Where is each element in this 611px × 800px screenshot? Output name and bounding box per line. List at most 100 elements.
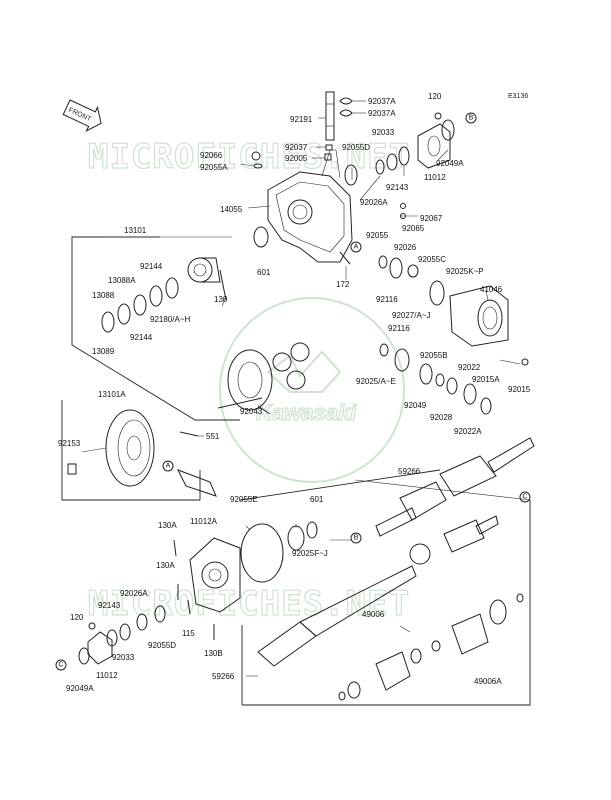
label-11012-top: 11012 bbox=[424, 173, 446, 182]
label-92015a: 92015A bbox=[472, 375, 500, 384]
label-92033-top: 92033 bbox=[372, 128, 395, 137]
seal-92049a-bot bbox=[78, 647, 90, 665]
label-120-top: 120 bbox=[428, 92, 442, 101]
bearing-92026 bbox=[389, 257, 403, 279]
pin-92067 bbox=[400, 203, 406, 209]
label-601-top: 601 bbox=[257, 268, 271, 277]
differential-gear-assembly bbox=[217, 342, 310, 411]
callout-b-top: B bbox=[465, 112, 477, 124]
label-11012a: 11012A bbox=[190, 517, 218, 526]
clip-92037a bbox=[339, 97, 353, 117]
label-92025f-j: 92025F~J bbox=[292, 549, 328, 558]
bearing-92033-top bbox=[386, 153, 398, 171]
bearing-601-top bbox=[253, 226, 269, 248]
bearing-601-bot bbox=[287, 525, 305, 551]
label-59266-bot: 59266 bbox=[212, 672, 235, 681]
seal-92049 bbox=[419, 363, 433, 385]
label-13088a: 13088A bbox=[108, 276, 136, 285]
shim-92027 bbox=[429, 280, 445, 306]
housing-11012a bbox=[189, 537, 241, 613]
cover-11012-top bbox=[417, 123, 451, 169]
drive-shaft-59266-top bbox=[375, 437, 535, 537]
label-92022a: 92022A bbox=[454, 427, 482, 436]
kawasaki-watermark-logo: Kawasaki bbox=[219, 297, 405, 483]
pin-551 bbox=[179, 431, 199, 437]
label-92143-bot: 92143 bbox=[98, 601, 121, 610]
frame-divider bbox=[239, 469, 441, 501]
label-92037a-2: 92037A bbox=[368, 109, 396, 118]
bearing-92028 bbox=[463, 383, 477, 405]
front-direction-arrow: FRONT bbox=[62, 99, 102, 132]
label-92033-bot: 92033 bbox=[112, 653, 135, 662]
label-92180a-h: 92180/A~H bbox=[150, 315, 190, 324]
cover-11012-bot bbox=[87, 631, 113, 665]
label-92022: 92022 bbox=[458, 363, 481, 372]
label-92026: 92026 bbox=[394, 243, 417, 252]
bolt-115 bbox=[187, 599, 191, 615]
gear-case-14055 bbox=[267, 149, 353, 263]
differential-13101 bbox=[187, 257, 221, 283]
label-92049: 92049 bbox=[404, 401, 427, 410]
label-120-bot: 120 bbox=[70, 613, 84, 622]
diagram-code: E3136 bbox=[508, 93, 528, 100]
callout-a-mid: A bbox=[162, 460, 174, 472]
label-92037: 92037 bbox=[285, 143, 308, 152]
label-130a-2: 130A bbox=[156, 561, 175, 570]
bolt-172 bbox=[339, 251, 351, 265]
label-49006a: 49006A bbox=[474, 677, 502, 686]
bearing-92116-b bbox=[394, 348, 410, 372]
label-11012-bot: 11012 bbox=[96, 671, 118, 680]
label-92065: 92065 bbox=[402, 224, 425, 233]
washer-92144-a bbox=[165, 277, 179, 299]
gear-13089 bbox=[101, 311, 115, 333]
label-92067: 92067 bbox=[420, 214, 443, 223]
seal-92143-top bbox=[398, 146, 410, 166]
label-115: 115 bbox=[182, 629, 195, 638]
label-130b: 130B bbox=[204, 649, 223, 658]
bolt-92153 bbox=[67, 463, 77, 475]
callout-b-mid: B bbox=[350, 532, 362, 544]
label-92055d-bot: 92055D bbox=[148, 641, 176, 650]
label-92055e: 92055E bbox=[230, 495, 258, 504]
ring-92022a bbox=[480, 397, 492, 415]
label-92143-top: 92143 bbox=[386, 183, 409, 192]
label-92028: 92028 bbox=[430, 413, 453, 422]
svg-text:B: B bbox=[354, 535, 359, 542]
frame-driveshaft bbox=[241, 500, 531, 706]
label-92191: 92191 bbox=[290, 115, 313, 124]
washer-92055 bbox=[378, 255, 388, 269]
washer-92055b bbox=[435, 373, 445, 387]
washer-92055d-bot bbox=[136, 613, 148, 631]
label-92049a-bot: 92049A bbox=[66, 684, 94, 693]
label-13088: 13088 bbox=[92, 291, 115, 300]
leader-lines bbox=[81, 100, 521, 677]
callout-a-top: A bbox=[350, 241, 362, 253]
bolt-130a-1 bbox=[173, 539, 177, 557]
label-49006: 49006 bbox=[362, 610, 385, 619]
housing-41046 bbox=[449, 285, 509, 347]
watermark-bottom: MICROFICHES.NET bbox=[88, 584, 410, 624]
boot-49006 bbox=[338, 648, 422, 701]
label-130: 130 bbox=[214, 295, 228, 304]
label-92026a-top: 92026A bbox=[360, 198, 388, 207]
label-92055b: 92055B bbox=[420, 351, 448, 360]
label-13089: 13089 bbox=[92, 347, 115, 356]
label-92055a: 92055A bbox=[200, 163, 228, 172]
boot-49006a bbox=[431, 593, 524, 655]
label-92153: 92153 bbox=[58, 439, 81, 448]
label-92055c: 92055C bbox=[418, 255, 446, 264]
label-92066: 92066 bbox=[200, 151, 223, 160]
label-551: 551 bbox=[206, 432, 220, 441]
o-ring-92026a-bot bbox=[154, 605, 166, 623]
pin-92037 bbox=[325, 144, 333, 151]
o-ring-92055e bbox=[240, 523, 284, 583]
svg-text:C: C bbox=[522, 494, 527, 501]
callout-c-bot: C bbox=[55, 659, 67, 671]
drive-shaft-59266-bottom bbox=[257, 515, 499, 667]
label-92025k-p: 92025K~P bbox=[446, 267, 484, 276]
washer-92144-b bbox=[133, 294, 147, 316]
svg-text:A: A bbox=[354, 244, 359, 251]
ring-13088a bbox=[117, 303, 131, 325]
pin-92043 bbox=[257, 405, 271, 415]
